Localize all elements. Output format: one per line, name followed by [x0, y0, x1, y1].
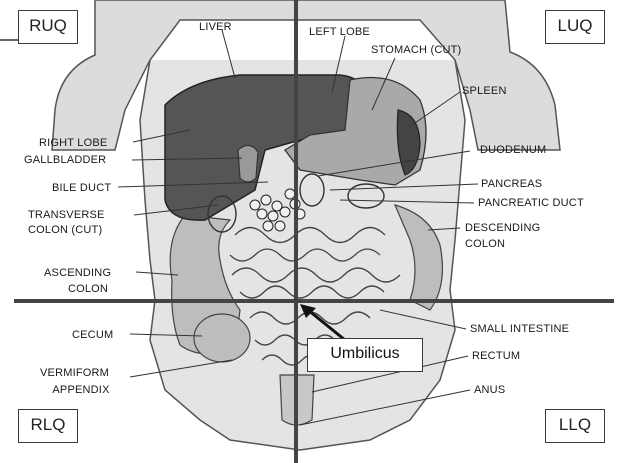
label-small-intestine: SMALL INTESTINE — [470, 322, 569, 336]
label-cecum: CECUM — [72, 328, 113, 342]
label-pancreas: PANCREAS — [481, 177, 542, 191]
umbilicus-label: Umbilicus — [307, 338, 423, 372]
label-stomach: STOMACH (CUT) — [371, 43, 461, 57]
quadrant-llq-label: LLQ — [545, 409, 605, 443]
label-left-lobe: LEFT LOBE — [309, 25, 370, 39]
quadrant-ruq-label: RUQ — [18, 10, 78, 44]
label-descending-colon-line2: COLON — [465, 237, 505, 251]
label-ascending-colon-line1: ASCENDING — [44, 266, 111, 280]
label-transverse-colon-line1: TRANSVERSE — [28, 208, 105, 222]
label-spleen: SPLEEN — [462, 84, 507, 98]
label-descending-colon-line1: DESCENDING — [465, 221, 540, 235]
label-rectum: RECTUM — [472, 349, 520, 363]
label-pancreatic-duct: PANCREATIC DUCT — [478, 196, 584, 210]
label-gallbladder: GALLBLADDER — [24, 153, 106, 167]
label-transverse-colon-line2: COLON (CUT) — [28, 223, 102, 237]
label-liver: LIVER — [199, 20, 232, 34]
label-anus: ANUS — [474, 383, 505, 397]
quadrant-rlq-label: RLQ — [18, 409, 78, 443]
label-duodenum: DUODENUM — [480, 143, 546, 157]
cecum-shape — [194, 314, 250, 362]
label-bile-duct: BILE DUCT — [52, 181, 111, 195]
label-right-lobe: RIGHT LOBE — [39, 136, 107, 150]
gallbladder-shape — [238, 145, 258, 182]
label-ascending-colon-line2: COLON — [44, 282, 132, 296]
label-appendix-line1: VERMIFORM — [40, 366, 109, 380]
label-appendix-line2: APPENDIX — [40, 383, 122, 397]
quadrant-luq-label: LUQ — [545, 10, 605, 44]
